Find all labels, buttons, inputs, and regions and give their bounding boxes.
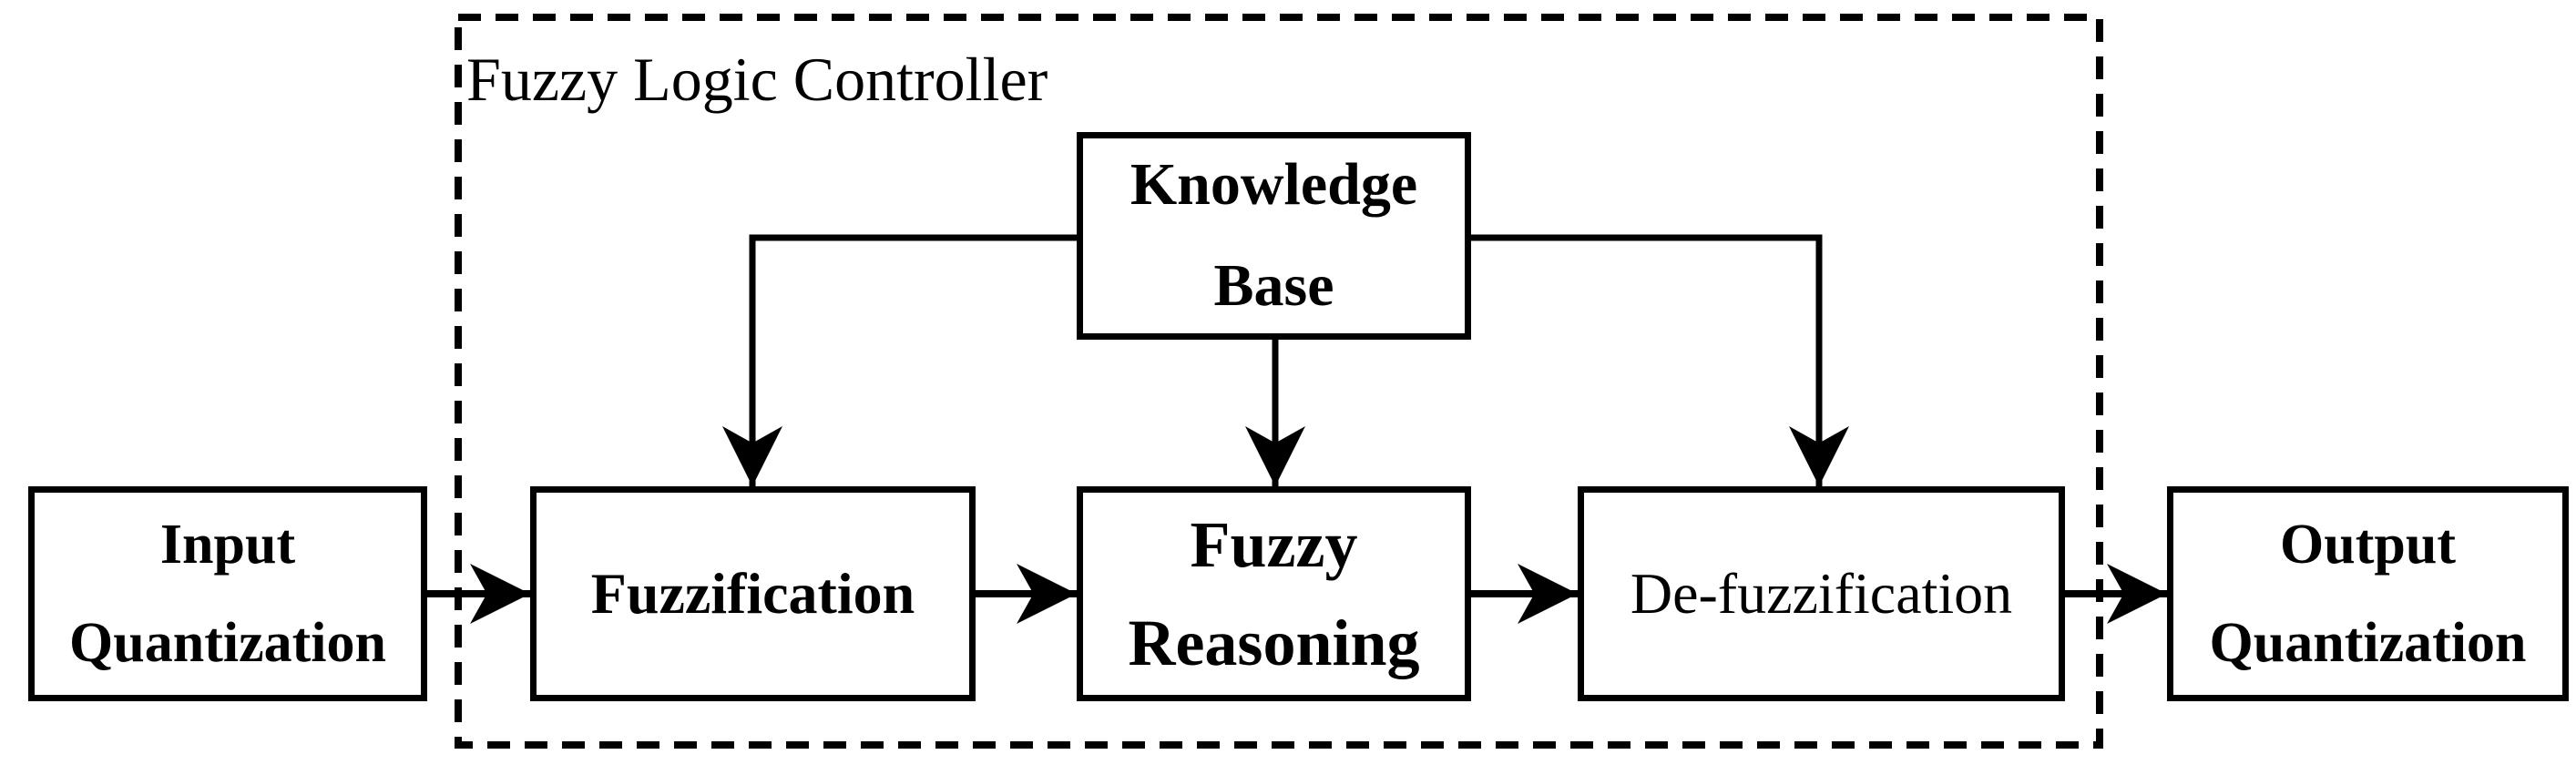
box-label-line: Output	[2280, 513, 2456, 576]
box-label-line: De-fuzzification	[1630, 560, 2013, 626]
controller-boundary-label: Fuzzy Logic Controller	[466, 45, 1048, 114]
box-fuzzy-reasoning: Fuzzy Reasoning	[1077, 486, 1471, 701]
box-knowledge-base: Knowledge Base	[1077, 132, 1471, 340]
box-label-line: Quantization	[69, 612, 386, 674]
box-label-line: Knowledge	[1130, 151, 1418, 219]
box-label-line: Base	[1213, 252, 1334, 319]
box-label-line: Fuzzification	[590, 560, 915, 626]
box-de-fuzzification: De-fuzzification	[1578, 486, 2065, 701]
box-label-line: Quantization	[2209, 612, 2527, 674]
box-output-quantization: Output Quantization	[2167, 486, 2569, 701]
controller-dashed-boundary	[455, 14, 2103, 749]
box-label-line: Reasoning	[1128, 607, 1420, 679]
box-label-line: Fuzzy	[1190, 508, 1358, 581]
arrow-knowledgebase-to-fuzzification	[722, 234, 1077, 486]
box-input-quantization: Input Quantization	[28, 486, 427, 701]
arrow-knowledgebase-to-defuzzification	[1471, 234, 1849, 486]
box-fuzzification: Fuzzification	[530, 486, 976, 701]
box-label-line: Input	[159, 513, 296, 576]
